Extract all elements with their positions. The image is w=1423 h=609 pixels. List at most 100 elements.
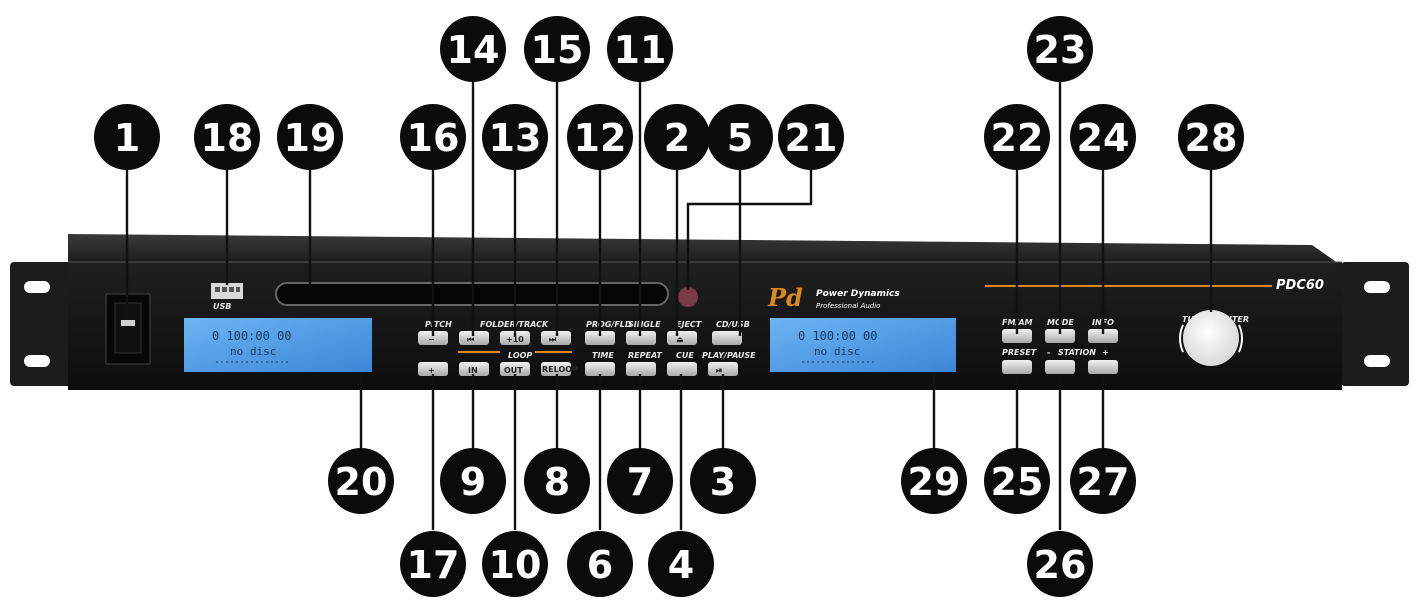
ir-sensor (678, 287, 698, 307)
svg-text:21: 21 (785, 116, 838, 160)
cd-usb-label: CD/USB (716, 320, 750, 329)
callout-5: 5 (707, 104, 773, 170)
play-pause-button[interactable]: ⏯ (708, 362, 738, 376)
station-down-button[interactable] (1045, 360, 1075, 374)
chassis-top (68, 234, 1342, 266)
in-label: IN (468, 366, 478, 375)
pitch-plus-icon: + (428, 366, 435, 375)
callout-4: 4 (648, 531, 714, 597)
usb-label: USB (213, 302, 231, 311)
station-up-button[interactable] (1088, 360, 1118, 374)
callout-2: 2 (644, 104, 710, 170)
loop-in-button[interactable]: IN (459, 362, 489, 376)
mode-button[interactable] (1045, 329, 1075, 343)
callout-29: 29 (901, 448, 967, 514)
callout-12: 12 (567, 104, 633, 170)
time-label: TIME (592, 351, 614, 360)
svg-text:10: 10 (489, 543, 542, 587)
single-label: SINGLE (628, 320, 661, 329)
prog-fld-button[interactable] (585, 331, 615, 345)
callout-9: 9 (440, 448, 506, 514)
callout-22: 22 (984, 104, 1050, 170)
callout-16: 16 (400, 104, 466, 170)
svg-text:5: 5 (727, 116, 753, 160)
station-label: STATION (1058, 348, 1096, 357)
cue-label: CUE (676, 351, 694, 360)
rack-ear-left (10, 262, 72, 386)
svg-text:11: 11 (614, 28, 667, 72)
cue-button[interactable] (667, 362, 697, 376)
callout-10: 10 (482, 531, 548, 597)
pitch-plus-button[interactable]: + (418, 362, 448, 376)
callout-14: 14 (440, 16, 506, 82)
svg-text:19: 19 (284, 116, 337, 160)
callout-24: 24 (1070, 104, 1136, 170)
callout-17: 17 (400, 531, 466, 597)
knob-arc-left (1179, 324, 1184, 353)
svg-text:16: 16 (407, 116, 460, 160)
right-display-line2: no disc (814, 345, 860, 358)
station-plus-label: + (1102, 348, 1109, 357)
callout-28: 28 (1178, 104, 1244, 170)
pitch-label: PITCH (425, 320, 452, 329)
callout-26: 26 (1027, 531, 1093, 597)
svg-text:24: 24 (1077, 116, 1130, 160)
play-pause-icon: ⏯ (716, 366, 722, 375)
knob-arc-right (1238, 324, 1243, 353)
callout-3: 3 (690, 448, 756, 514)
svg-text:7: 7 (627, 460, 653, 504)
svg-text:13: 13 (489, 116, 542, 160)
callout-19: 19 (277, 104, 343, 170)
rack-ear-right (1341, 262, 1409, 386)
loop-label: LOOP (508, 351, 532, 360)
out-label: OUT (504, 366, 523, 375)
svg-text:20: 20 (335, 460, 388, 504)
tuning-knob[interactable] (1183, 310, 1239, 366)
next-icon: ⏭ (549, 335, 557, 344)
reloop-label: RELOOP (542, 365, 578, 374)
callout-7: 7 (607, 448, 673, 514)
callout-20: 20 (328, 448, 394, 514)
play-pause-label: PLAY/PAUSE (702, 351, 756, 360)
cd-usb-button[interactable] (712, 331, 742, 345)
eject-button[interactable]: ⏏ (667, 331, 697, 345)
svg-text:28: 28 (1185, 116, 1238, 160)
repeat-label: REPEAT (628, 351, 662, 360)
prev-track-button[interactable]: ⏮ (459, 331, 489, 345)
callout-21: 21 (778, 104, 844, 170)
left-display-line1: 0 100:00 00 (212, 329, 291, 343)
callout-23: 23 (1027, 16, 1093, 82)
info-button[interactable] (1088, 329, 1118, 343)
time-button[interactable] (585, 362, 615, 376)
fm-am-button[interactable] (1002, 329, 1032, 343)
svg-text:14: 14 (447, 28, 500, 72)
svg-text:9: 9 (460, 460, 486, 504)
eject-label: EJECT (676, 320, 702, 329)
brand-name: Power Dynamics (816, 289, 900, 299)
svg-text:Pd: Pd (767, 283, 803, 312)
plus10-button[interactable]: +10 (500, 331, 530, 345)
callout-13: 13 (482, 104, 548, 170)
reloop-button[interactable]: RELOOP (541, 362, 578, 376)
loop-out-button[interactable]: OUT (500, 362, 530, 376)
preset-button[interactable] (1002, 360, 1032, 374)
svg-text:8: 8 (544, 460, 570, 504)
usb-port[interactable]: USB (211, 283, 243, 311)
svg-text:3: 3 (710, 460, 736, 504)
left-display-line2: no disc (230, 345, 276, 358)
plus10-label: +10 (506, 335, 524, 344)
repeat-button[interactable] (626, 362, 656, 376)
pitch-minus-icon: − (428, 335, 435, 344)
callout-15: 15 (524, 16, 590, 82)
svg-text:12: 12 (574, 116, 627, 160)
station-minus-label: - (1047, 348, 1050, 357)
right-display: 0 100:00 00 no disc (770, 318, 956, 372)
svg-text:17: 17 (407, 543, 460, 587)
brand-tagline: Professional Audio (816, 302, 880, 310)
callout-18: 18 (194, 104, 260, 170)
single-button[interactable] (626, 331, 656, 345)
next-track-button[interactable]: ⏭ (541, 331, 571, 345)
svg-text:15: 15 (531, 28, 584, 72)
svg-text:1: 1 (114, 116, 140, 160)
pitch-minus-button[interactable]: − (418, 331, 448, 345)
